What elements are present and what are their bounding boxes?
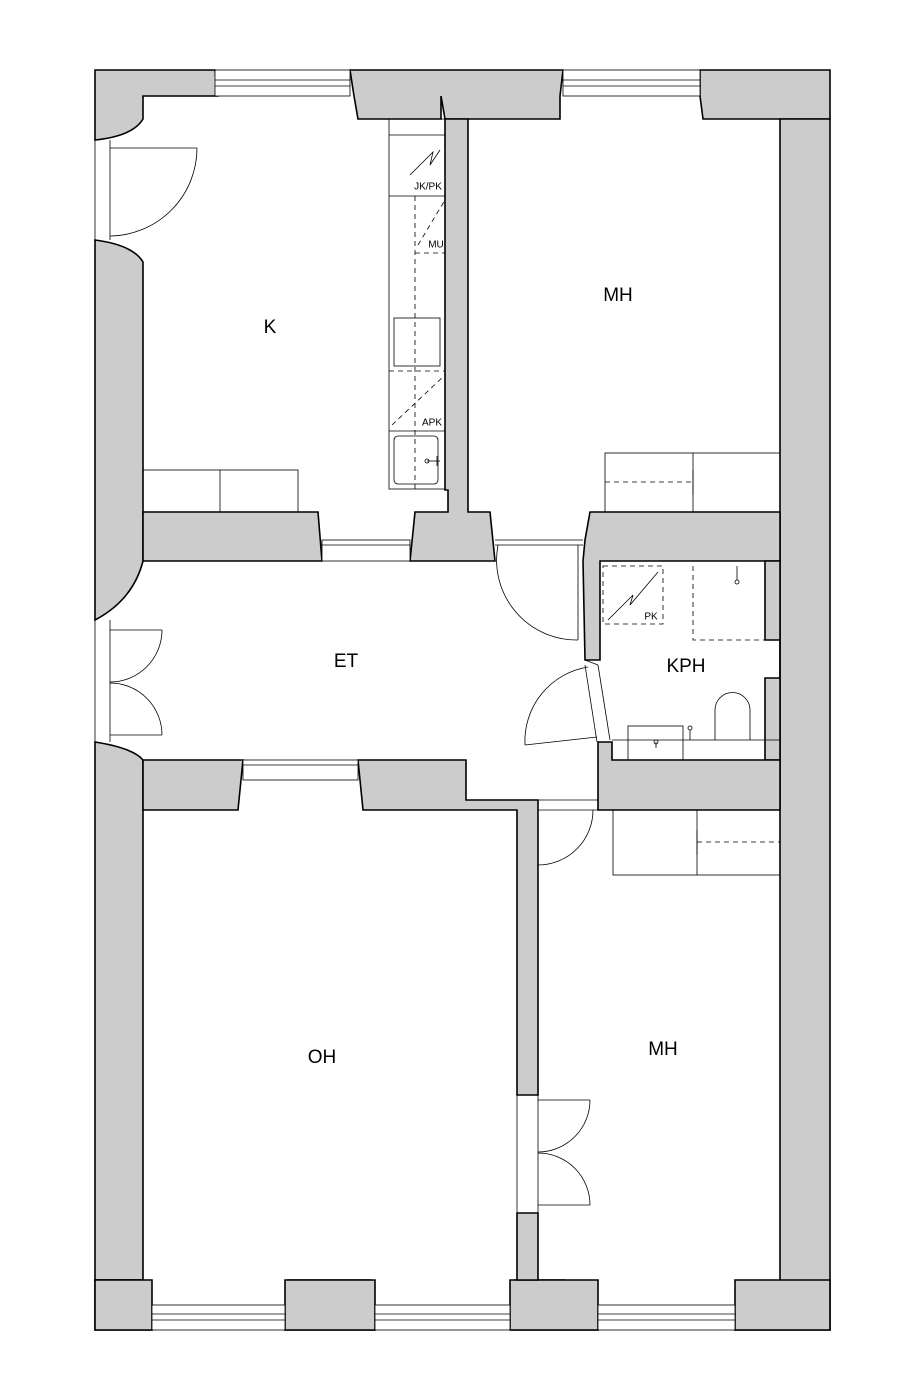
door-living-bedroom-swing (537, 1152, 591, 1206)
windows (151, 69, 736, 1331)
door-entrance-swing (109, 682, 163, 736)
wall-bathroom-right (764, 560, 781, 761)
fixture-label-microwave: MU (428, 240, 444, 251)
room-label-bedroom-bottom: MH (648, 1039, 678, 1060)
kitchen-stove (393, 317, 441, 367)
outer-wall-top-middle (349, 69, 564, 120)
kitchen-counter (388, 118, 446, 490)
room-label-kitchen: K (264, 317, 277, 338)
wall-hall-living-middle (357, 759, 539, 1096)
shower-area (692, 566, 765, 641)
kitchen-bottom-counter (142, 469, 299, 513)
wall-bathroom-bottom (597, 741, 781, 811)
washing-machine-spot (602, 565, 664, 625)
doors (94, 140, 611, 1213)
wall-living-bedroom-lower (516, 1212, 539, 1281)
window-bedroom-top (562, 69, 701, 97)
bathroom-sink (627, 725, 684, 761)
walls (94, 69, 831, 1331)
wall-bedroom-hall-right (582, 511, 781, 661)
door-kitchen-swing (109, 147, 198, 237)
wall-kitchen-hall-left (142, 511, 323, 562)
outer-wall-top-right (699, 69, 831, 120)
room-label-living-room: OH (308, 1047, 337, 1068)
bedroom-bottom-wardrobe (612, 809, 781, 876)
room-label-bedroom-top: MH (603, 285, 633, 306)
bedroom-top-wardrobe (604, 452, 781, 513)
outer-wall-left (94, 69, 219, 1281)
fixture-labels: JK/PK MU APK PK (414, 182, 658, 623)
door-bathroom-swing (524, 666, 589, 746)
window-bedroom-bottom (597, 1304, 736, 1331)
bathroom-fixtures (602, 565, 780, 761)
fixture-label-dishwasher: APK (422, 418, 442, 429)
kitchen-sink (393, 435, 439, 485)
door-bedroom-top-swing (496, 544, 579, 641)
opening-hall-living (242, 759, 359, 781)
fixture-label-fridge-freezer: JK/PK (414, 182, 442, 193)
room-labels: K MH ET KPH OH MH (264, 285, 706, 1068)
door-bedroom-bottom-swing (537, 809, 594, 866)
outer-wall-right (733, 118, 831, 1331)
window-living-right (374, 1304, 511, 1331)
kitchen-fixtures (142, 118, 446, 513)
room-label-hallway: ET (334, 651, 359, 672)
fixture-label-washing-machine: PK (644, 612, 658, 623)
window-living-left (151, 1304, 286, 1331)
opening-kitchen-hall (321, 539, 411, 562)
toilet (714, 692, 751, 740)
wall-hall-living-left (142, 759, 244, 811)
room-label-bathroom: KPH (666, 656, 705, 677)
window-kitchen (214, 69, 351, 97)
